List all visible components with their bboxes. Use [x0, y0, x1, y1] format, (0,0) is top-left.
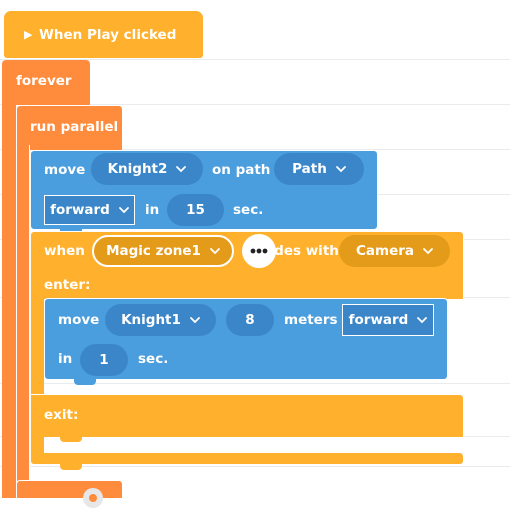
path-value: Path [292, 161, 327, 177]
on-path-label: on path [212, 162, 271, 178]
object-value: Knight1 [121, 312, 181, 328]
zone-dropdown[interactable]: Magic zone1 [92, 235, 234, 267]
chevron-down-icon [423, 248, 433, 255]
zone-value: Magic zone1 [106, 243, 201, 259]
object-dropdown[interactable]: Knight2 [91, 153, 203, 185]
grid-line [0, 383, 510, 384]
more-dots-icon[interactable] [242, 234, 276, 268]
run-parallel-arm [16, 145, 30, 498]
play-icon: ▶ [24, 28, 33, 41]
seconds-value: 15 [186, 202, 205, 218]
exit-section[interactable] [30, 394, 464, 437]
direction-dropdown[interactable]: forward [342, 304, 434, 336]
grid-line [0, 59, 510, 60]
chevron-down-icon [210, 248, 220, 255]
grid-line [0, 104, 510, 105]
object-dropdown[interactable]: Knight1 [105, 304, 216, 336]
meters-value: 8 [245, 312, 255, 328]
run-parallel-label: run parallel [30, 119, 119, 135]
target-dropdown[interactable]: Camera [339, 235, 450, 267]
when-collides-footer [30, 453, 464, 465]
sec-label: sec. [233, 202, 264, 218]
forever-arm [2, 100, 16, 498]
grid-line [0, 149, 510, 150]
chevron-down-icon [190, 317, 200, 324]
path-dropdown[interactable]: Path [274, 153, 364, 185]
direction-value: forward [50, 202, 110, 218]
direction-dropdown[interactable]: forward [44, 195, 135, 225]
seconds-input[interactable]: 15 [167, 194, 224, 226]
target-value: Camera [355, 243, 414, 259]
when-collides-arm [30, 296, 44, 396]
object-value: Knight2 [107, 161, 168, 177]
when-play-clicked-block[interactable] [3, 10, 204, 59]
sec-label: sec. [138, 351, 169, 367]
block-notch [60, 464, 82, 470]
meters-label: meters [284, 312, 338, 328]
gear-icon[interactable] [82, 487, 104, 509]
when-play-clicked-label: When Play clicked [39, 27, 177, 43]
exit-arm [30, 436, 44, 456]
chevron-down-icon [176, 166, 187, 173]
move-label: move [44, 162, 86, 178]
direction-value: forward [348, 312, 409, 328]
in-label: in [145, 202, 160, 218]
block-notch [60, 436, 82, 442]
chevron-down-icon [417, 317, 428, 324]
exit-label: exit: [44, 407, 79, 423]
forever-block[interactable] [2, 60, 90, 105]
run-parallel-footer[interactable] [16, 480, 123, 498]
move-label: move [58, 312, 100, 328]
chevron-down-icon [118, 207, 129, 214]
when-label: when [44, 243, 85, 259]
seconds-input[interactable]: 1 [80, 344, 128, 376]
chevron-down-icon [335, 166, 346, 173]
block-notch [74, 379, 96, 385]
seconds-value: 1 [99, 352, 109, 368]
forever-label: forever [16, 73, 72, 89]
enter-label: enter: [44, 277, 91, 293]
in-label: in [58, 351, 73, 367]
meters-input[interactable]: 8 [226, 304, 274, 336]
grid-line [0, 466, 510, 467]
